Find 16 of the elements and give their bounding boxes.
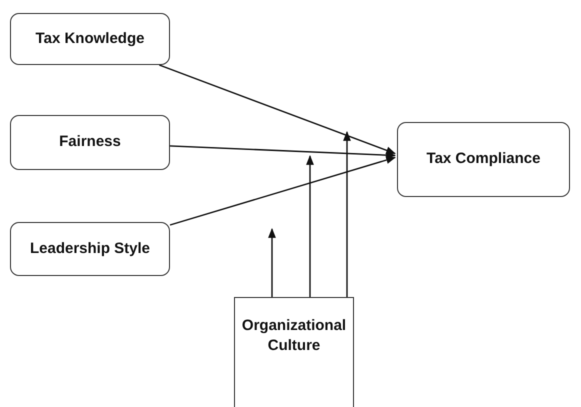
process-box: [10, 222, 170, 276]
arrow: [170, 156, 396, 226]
node-label: Organizational Culture: [240, 316, 348, 356]
node-label: Tax Knowledge: [36, 28, 144, 49]
arrow: [306, 155, 314, 297]
node-label: Fairness: [59, 132, 121, 152]
process-box: [234, 297, 354, 407]
arrow: [343, 131, 351, 297]
arrow: [268, 228, 276, 297]
node-label: Tax Compliance: [426, 149, 540, 170]
arrow: [170, 145, 396, 160]
arrow: [159, 64, 396, 154]
process-box: [10, 13, 170, 65]
process-box: [10, 115, 170, 170]
process-box: [397, 122, 570, 197]
node-label: Leadership Style: [30, 238, 150, 259]
